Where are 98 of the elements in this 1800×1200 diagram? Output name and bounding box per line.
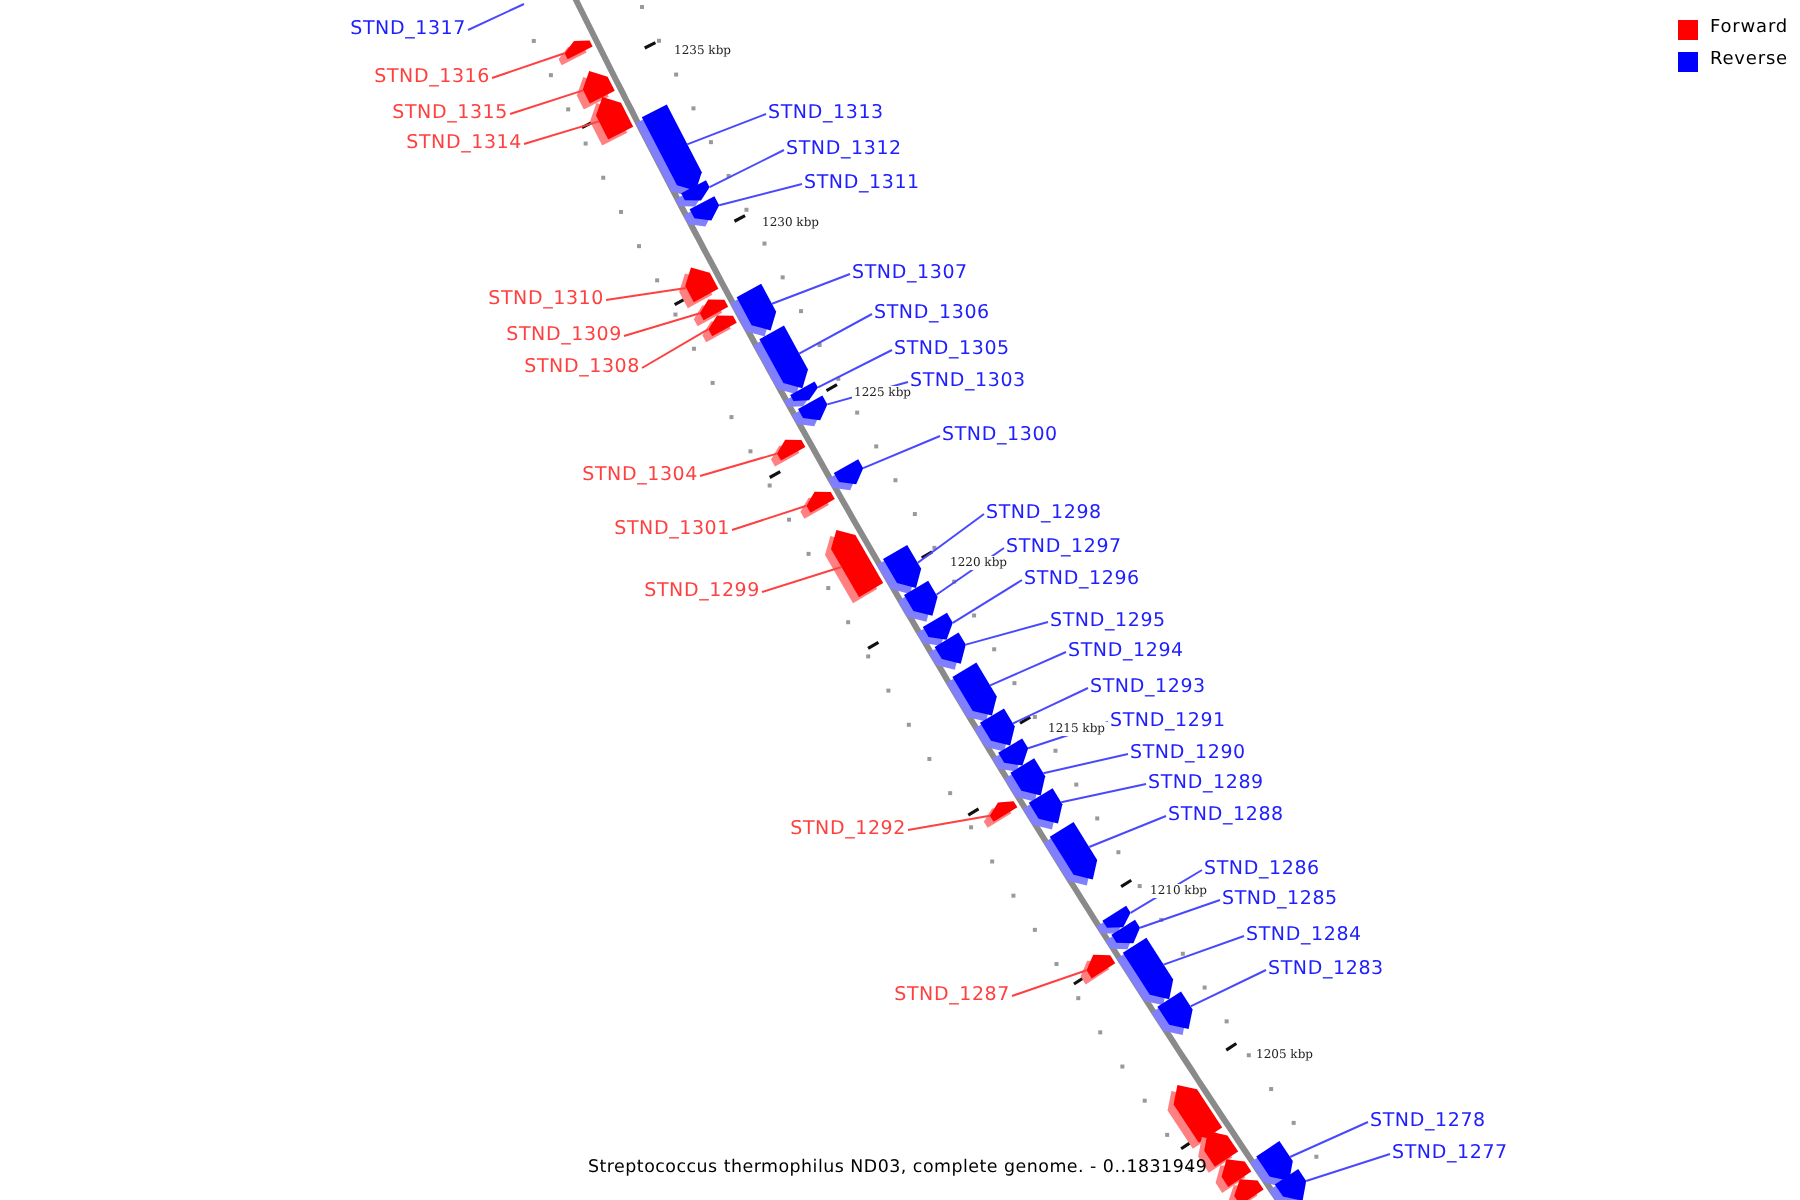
- leader-line: [605, 287, 688, 301]
- gene-label: STND_1314: [406, 132, 522, 156]
- legend-label: Forward: [1710, 18, 1788, 40]
- gene-label: STND_1298: [986, 502, 1102, 526]
- gene-label: STND_1305: [894, 338, 1010, 362]
- leader-line: [1011, 969, 1088, 997]
- leader-line: [509, 89, 585, 115]
- gene-block: [1022, 788, 1063, 830]
- gene-block: [1268, 1169, 1307, 1200]
- gene-block: [916, 612, 953, 646]
- gene-label: STND_1304: [582, 464, 698, 488]
- gene-label: STND_1290: [1130, 742, 1246, 766]
- leader-line: [862, 435, 941, 470]
- gene-block: [702, 315, 737, 343]
- gene-label: STND_1316: [374, 66, 490, 90]
- gene-label: STND_1301: [614, 518, 730, 542]
- leader-line: [907, 814, 991, 831]
- gene-block: [827, 459, 864, 491]
- gene-label: STND_1297: [1006, 536, 1122, 560]
- leader-line: [623, 312, 701, 337]
- gene-label: STND_1300: [942, 424, 1058, 448]
- caption: Streptococcus thermophilus ND03, complete genome. - 0..1831949: [588, 1158, 1208, 1178]
- gene-label: STND_1278: [1370, 1110, 1486, 1134]
- gene-label: STND_1312: [786, 138, 902, 162]
- legend-label: Reverse: [1710, 50, 1788, 72]
- gene-label: STND_1289: [1148, 772, 1264, 796]
- leader-line: [1162, 935, 1245, 966]
- gene-block: [928, 632, 966, 670]
- gene-block: [771, 439, 806, 467]
- gene-block: [877, 545, 922, 594]
- gene-block: [898, 580, 938, 622]
- gene-block: [1043, 822, 1098, 886]
- gene-label: STND_1287: [894, 984, 1010, 1008]
- gene-block: [1116, 937, 1174, 1006]
- gene-label: STND_1296: [1024, 568, 1140, 592]
- leader-line: [1088, 815, 1167, 848]
- leader-line: [771, 273, 851, 305]
- gene-label: STND_1283: [1268, 958, 1384, 982]
- leader-line: [523, 120, 600, 145]
- leader-line: [1289, 1121, 1369, 1158]
- leader-line: [964, 621, 1049, 646]
- gene-label: STND_1277: [1392, 1142, 1508, 1166]
- gene-label: STND_1309: [506, 324, 622, 348]
- leader-line: [1139, 899, 1221, 929]
- gene-label: STND_1286: [1204, 858, 1320, 882]
- gene-block: [825, 530, 884, 604]
- gene-block: [558, 40, 593, 66]
- gene-label: STND_1307: [852, 262, 968, 286]
- leader-line: [1012, 687, 1089, 725]
- leader-line: [1042, 753, 1129, 775]
- gene-block: [1080, 954, 1116, 985]
- gene-label: STND_1285: [1222, 888, 1338, 912]
- leader-line: [951, 579, 1023, 624]
- gene-label: STND_1295: [1050, 610, 1166, 634]
- leader-line: [989, 651, 1067, 687]
- gene-block: [1105, 919, 1140, 950]
- leader-line: [467, 3, 525, 31]
- gene-label: STND_1311: [804, 172, 920, 196]
- gene-block: [992, 738, 1029, 772]
- gene-block: [635, 104, 702, 197]
- gene-label: STND_1292: [790, 818, 906, 842]
- gene-label: STND_1288: [1168, 804, 1284, 828]
- leader-line: [699, 452, 778, 477]
- gene-block: [675, 180, 710, 207]
- gene-block: [753, 325, 808, 395]
- gene-label: STND_1293: [1090, 676, 1206, 700]
- gene-block: [683, 196, 720, 227]
- leader-line: [708, 149, 785, 189]
- leader-line: [761, 566, 843, 593]
- gene-block: [1228, 1179, 1264, 1200]
- leader-line: [491, 52, 566, 79]
- gene-block: [1151, 991, 1193, 1035]
- gene-label: STND_1303: [910, 370, 1026, 394]
- leader-line: [1189, 969, 1267, 1008]
- leader-line: [1305, 1153, 1391, 1182]
- gene-label: STND_1284: [1246, 924, 1362, 948]
- gene-block: [590, 97, 634, 146]
- leader-line: [731, 504, 808, 531]
- leader-line: [817, 349, 893, 389]
- gene-label: STND_1294: [1068, 640, 1184, 664]
- gene-label: STND_1306: [874, 302, 990, 326]
- leader-line: [641, 328, 710, 369]
- gene-block: [800, 491, 835, 519]
- gene-block: [730, 283, 777, 337]
- gene-block: [983, 801, 1018, 828]
- leader-line: [1060, 783, 1147, 804]
- leader-line: [718, 183, 803, 207]
- gene-label: STND_1308: [524, 356, 640, 380]
- gene-label: STND_1291: [1110, 710, 1226, 734]
- leader-line: [798, 313, 873, 355]
- leader-line: [916, 513, 985, 564]
- gene-block: [946, 662, 997, 722]
- gene-label: STND_1317: [350, 18, 466, 42]
- leader-line: [686, 113, 767, 146]
- gene-label: STND_1313: [768, 102, 884, 126]
- gene-label: STND_1315: [392, 102, 508, 126]
- gene-label: STND_1310: [488, 288, 604, 312]
- gene-label: STND_1299: [644, 580, 760, 604]
